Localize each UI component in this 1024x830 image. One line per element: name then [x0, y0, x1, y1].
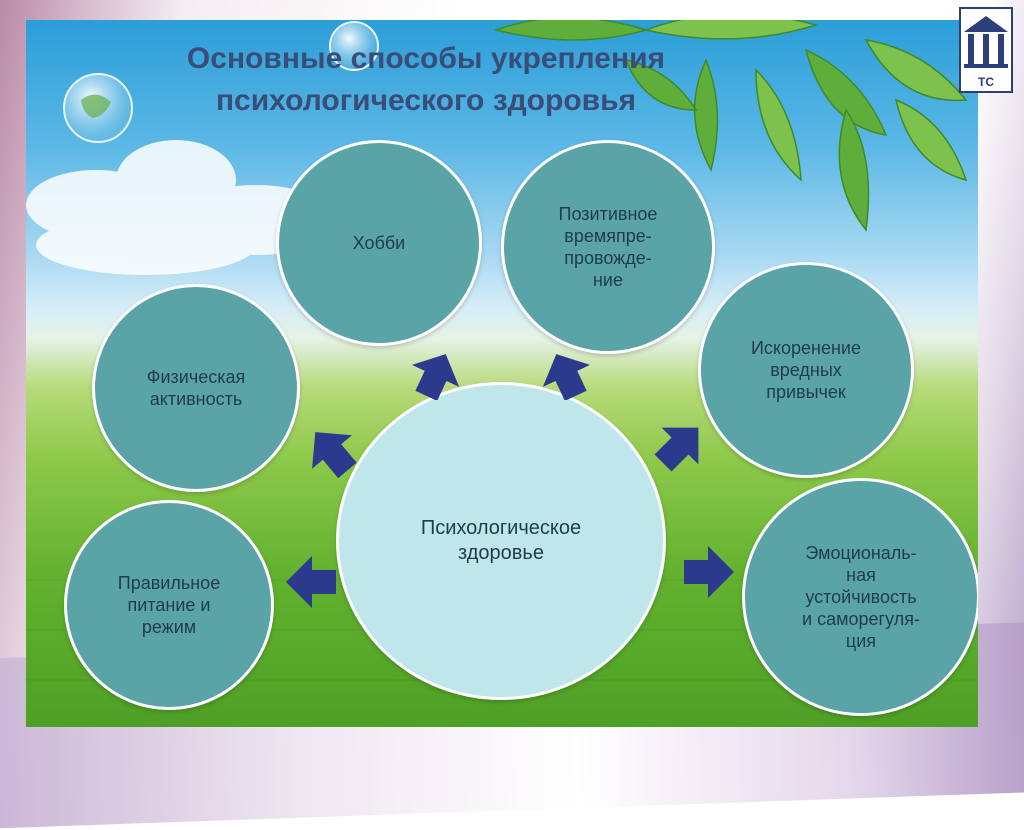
- arrow-icon: [680, 544, 736, 600]
- node-physical-activity: Физическая активность: [92, 284, 300, 492]
- node-positive-leisure: Позитивное времяпре- провожде- ние: [501, 140, 715, 354]
- arrow-icon: [652, 418, 708, 474]
- slide-title: Основные способы укрепления психологичес…: [146, 38, 706, 122]
- node-nutrition: Правильное питание и режим: [64, 500, 274, 710]
- university-emblem-icon: ТС: [956, 4, 1016, 96]
- svg-text:ТС: ТС: [978, 75, 994, 89]
- node-hobby: Хобби: [276, 140, 482, 346]
- arrow-icon: [284, 554, 340, 610]
- arrow-icon: [304, 424, 360, 480]
- node-bad-habits: Искоренение вредных привычек: [698, 262, 914, 478]
- node-psychological-health: Психологическое здоровье: [336, 382, 666, 700]
- arrow-icon: [406, 350, 466, 400]
- slide-scene: Основные способы укрепления психологичес…: [26, 20, 978, 727]
- arrow-icon: [536, 350, 596, 400]
- node-emotional-stability: Эмоциональ- ная устойчивость и саморегул…: [742, 478, 978, 716]
